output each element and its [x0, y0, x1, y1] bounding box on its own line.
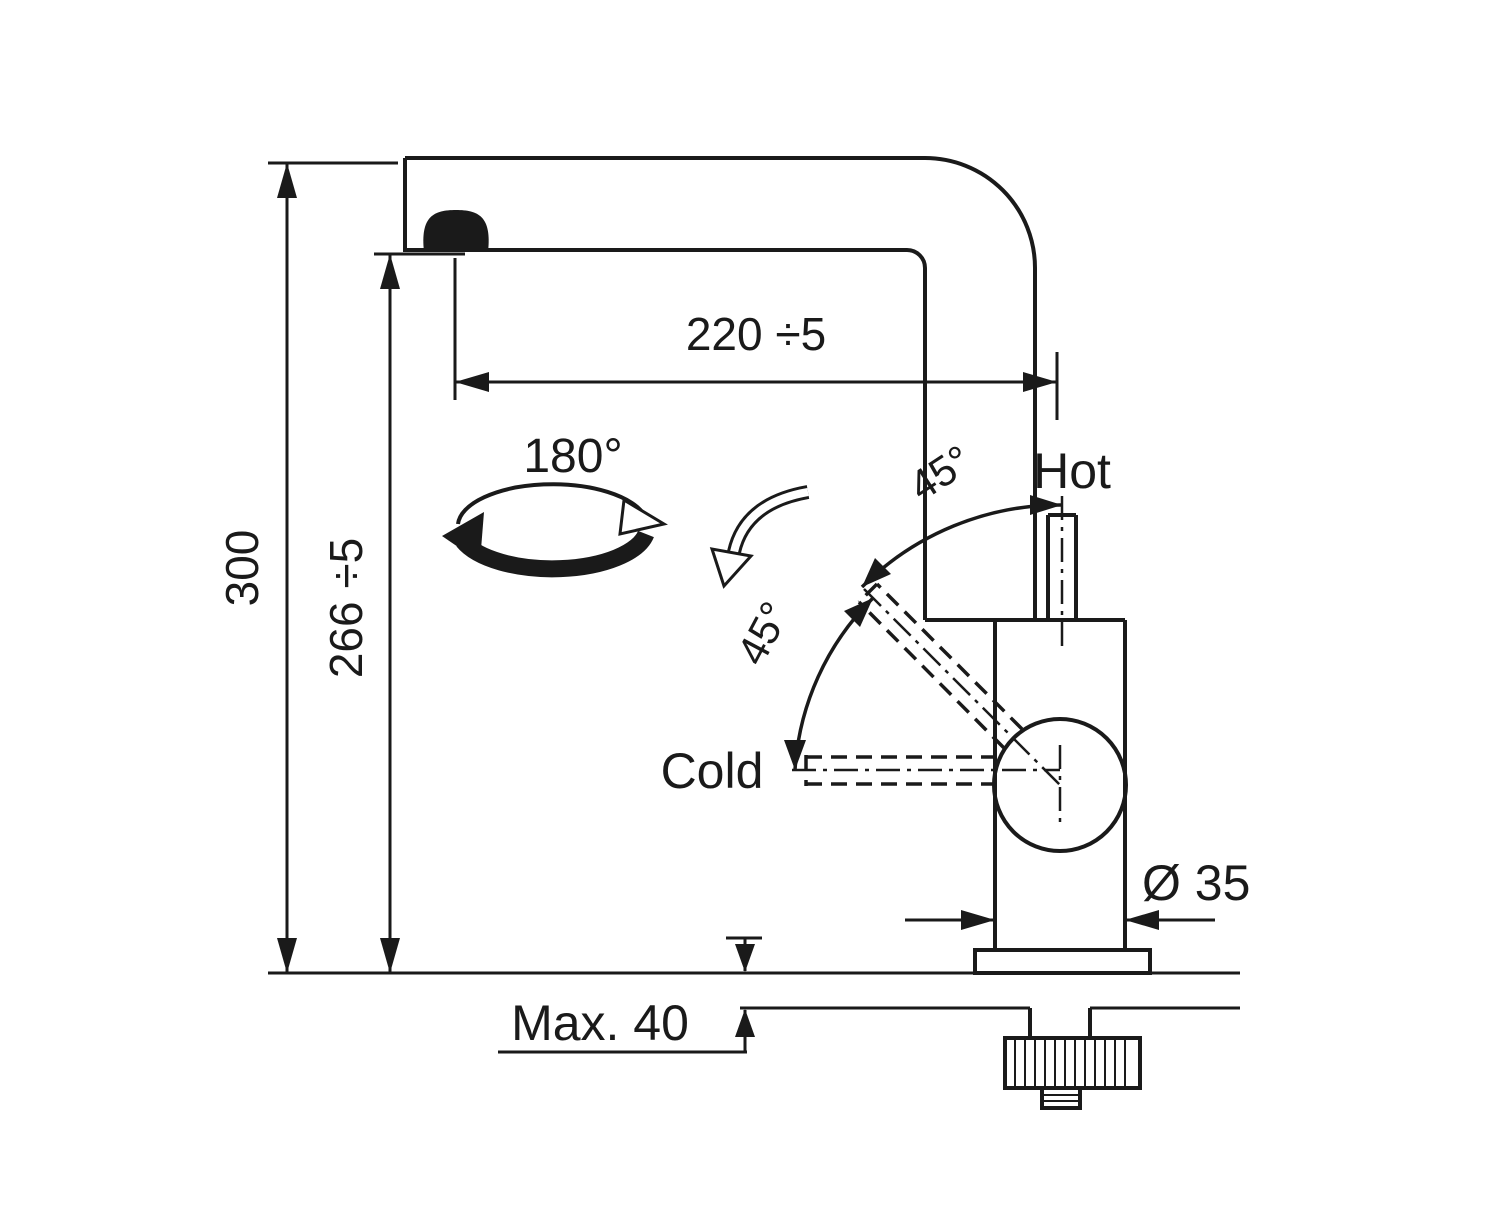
hot-label: Hot [1033, 443, 1111, 499]
countertop-and-mounting [268, 971, 1240, 1110]
dimension-reach: 220 ÷5 [453, 258, 1059, 420]
dim-reach-label: 220 ÷5 [686, 308, 826, 360]
dimension-max-thickness: Max. 40 [498, 936, 762, 1054]
dimension-spout-height: 266 ÷5 [320, 252, 465, 973]
swivel-rotation-symbol: 180° [442, 430, 668, 578]
max-thickness-label: Max. 40 [511, 995, 689, 1051]
pull-down-arrowhead [709, 547, 754, 589]
threaded-stub [1040, 1086, 1082, 1110]
dim-spout-height-label: 266 ÷5 [320, 538, 372, 678]
cold-label: Cold [661, 743, 764, 799]
dim-total-height-label: 300 [216, 530, 268, 607]
handle-angle-upper-label: 45° [901, 436, 980, 510]
handle-angle-lower-label: 45° [728, 594, 799, 672]
pull-down-arrow [709, 485, 810, 589]
handle-lever [792, 496, 1128, 853]
rotation-arrowhead-outline [618, 497, 668, 536]
rotation-arrowhead-solid [442, 512, 484, 562]
swivel-angle-label: 180° [523, 430, 622, 483]
nut-knurling [1014, 1038, 1126, 1088]
base-flange [973, 948, 1152, 975]
hole-diameter-label: Ø 35 [1142, 855, 1250, 911]
dimension-hole-diameter: Ø 35 [905, 855, 1250, 930]
aerator [423, 210, 489, 252]
dimension-total-height: 300 [216, 161, 398, 973]
